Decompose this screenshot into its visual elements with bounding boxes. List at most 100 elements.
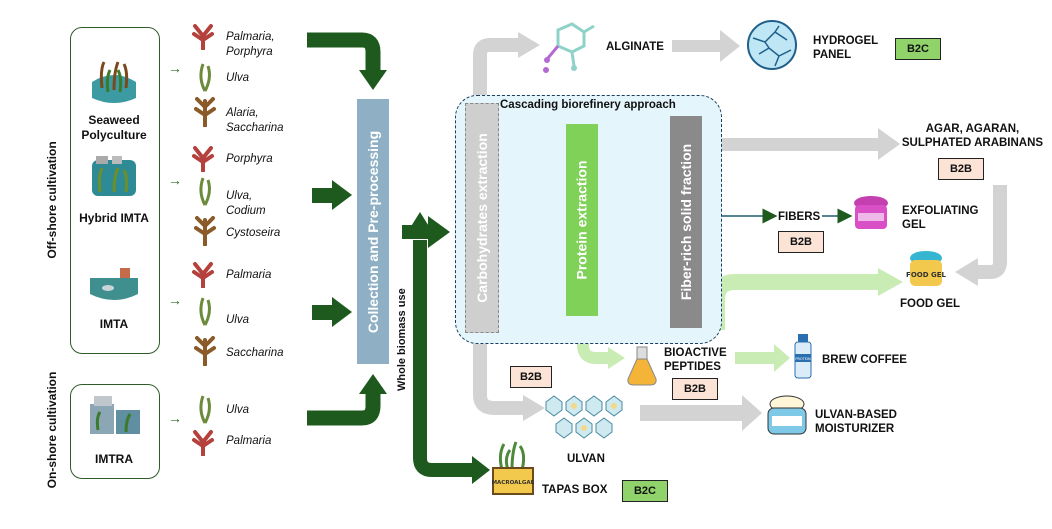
- site-name-polyculture: Seaweed Polyculture: [81, 113, 147, 142]
- arrowhead-hydrogel: [720, 30, 740, 62]
- arrow-to-ulvan: [473, 330, 525, 415]
- hydrogel-label: HYDROGEL PANEL: [813, 35, 878, 61]
- site-arrow: →: [168, 292, 182, 308]
- arrow-fiber-foodgel: [709, 274, 880, 330]
- site-arrow: →: [168, 172, 182, 188]
- site-name-imtra: IMTRA: [95, 452, 133, 466]
- arrowhead-bottom-collection: [359, 374, 387, 394]
- protein-label: Protein extraction: [574, 160, 590, 280]
- arrowhead-whole-biomass: [472, 456, 490, 484]
- species-label: Palmaria, Porphyra: [226, 31, 275, 58]
- collection-label: Collection and Pre-processing: [365, 130, 382, 333]
- food-gel-label: FOOD GEL: [900, 298, 961, 310]
- arrow-mid2-shaft: [312, 305, 334, 320]
- fibers-b2b-badge: B2B: [778, 231, 824, 253]
- agar-label: AGAR, AGARAN, SULPHATED ARABINANS: [901, 123, 1044, 149]
- arrow-bottom-collection: [307, 392, 381, 426]
- carbohydrates-label: Carbohydrates extraction: [474, 133, 491, 303]
- whole-biomass-label: Whole biomass use: [396, 288, 408, 391]
- brew-label: BREW COFFEE: [822, 354, 907, 366]
- red-seaweed-icon: [192, 262, 214, 288]
- cascading-title: Cascading biorefinery approach: [500, 99, 676, 111]
- brown-seaweed-icon: [194, 216, 216, 246]
- flask-icon: [627, 346, 657, 386]
- bottle-icon: PROTEIN: [794, 334, 812, 379]
- arrow-mid1-shaft: [312, 188, 334, 203]
- arrowhead-foodgel-green: [878, 268, 903, 296]
- offshore-label: Off-shore cultivation: [45, 141, 59, 259]
- arrowhead-brew: [774, 344, 790, 372]
- exfoliating-label: EXFOLIATING GEL: [902, 205, 979, 231]
- green-seaweed-icon: [199, 63, 211, 92]
- site-arrow: →: [168, 60, 182, 76]
- species-label: Ulva: [226, 314, 250, 326]
- arrowhead-collection-cascade: [428, 216, 450, 248]
- arrow-protein-peptides: [577, 318, 610, 364]
- arrow-brew-shaft: [735, 352, 777, 364]
- onshore-sites-box: [70, 384, 160, 479]
- red-seaweed-icon: [192, 430, 214, 456]
- ulvan-b2b-badge: B2B: [510, 366, 552, 388]
- ulvan-chain-icon: [545, 395, 623, 439]
- species-label: Palmaria: [226, 269, 272, 281]
- green-seaweed-icon: [199, 395, 211, 424]
- arrowhead-peptides: [608, 347, 625, 369]
- hydrogel-b2c-badge: B2C: [895, 38, 941, 60]
- moisturizer-label: ULVAN-BASED MOISTURIZER: [815, 409, 897, 435]
- fibers-label: FIBERS: [778, 211, 821, 223]
- agar-b2b-badge: B2B: [938, 158, 984, 180]
- bottle-text: PROTEIN: [795, 357, 811, 361]
- brown-seaweed-icon: [194, 336, 216, 366]
- site-name-hybrid: Hybrid IMTA: [79, 211, 149, 225]
- species-label: Ulva, Codium: [226, 190, 266, 217]
- arrowhead-foodgel-grey: [955, 258, 978, 286]
- arrowhead-mid2: [332, 297, 352, 327]
- arrow-collection-cascade-shaft: [402, 225, 430, 239]
- species-label: Cystoseira: [226, 227, 281, 239]
- arrowhead-whole-up: [410, 212, 430, 228]
- hybrid-imta-icon: [92, 156, 136, 196]
- red-seaweed-icon: [192, 146, 214, 172]
- alginate-label: ALGINATE: [606, 41, 664, 53]
- ulvan-label: ULVAN: [567, 453, 605, 465]
- imtra-icon: [90, 396, 140, 434]
- carbohydrates-bar: Carbohydrates extraction: [465, 103, 499, 333]
- arrowhead-ulvan: [523, 395, 545, 421]
- arrowhead-top-collection: [359, 70, 387, 90]
- green-seaweed-icon: [199, 297, 211, 326]
- exfoliating-gel-jar-icon: [854, 196, 888, 229]
- hydrogel-sphere-icon: [747, 20, 797, 70]
- food-gel-jar-text: FOOD GEL: [906, 271, 946, 279]
- arrow-agar-foodgel: [975, 185, 1007, 279]
- arrowhead-mid1: [332, 180, 352, 210]
- site-arrow: →: [168, 410, 182, 426]
- cream-jar-icon: [767, 395, 807, 435]
- arrowhead-agar: [878, 128, 900, 160]
- onshore-label: On-shore cultivation: [45, 371, 59, 489]
- box-text: MACROALGAE: [492, 480, 535, 486]
- fiber-bar: Fiber-rich solid fraction: [670, 116, 702, 328]
- macroalgae-box-icon: MACROALGAE: [492, 441, 535, 495]
- species-label: Saccharina: [226, 347, 284, 359]
- brown-seaweed-icon: [194, 97, 216, 127]
- arrowhead-alginate: [518, 32, 540, 58]
- arrowhead-moisturizer: [742, 395, 762, 431]
- arrow-whole-biomass: [413, 240, 475, 477]
- species-label: Porphyra: [226, 153, 273, 165]
- arrow-alginate-hydrogel-shaft: [672, 40, 722, 52]
- food-gel-jar-icon: FOOD GEL: [906, 251, 946, 286]
- species-label: Palmaria: [226, 435, 272, 447]
- arrow-moisturizer-shaft: [640, 405, 745, 421]
- imta-icon: [90, 268, 138, 300]
- alginate-molecule-icon: [543, 22, 595, 73]
- peptides-label: BIOACTIVE PEPTIDES: [664, 347, 727, 373]
- peptides-b2b-badge: B2B: [672, 378, 718, 400]
- green-seaweed-icon: [199, 177, 211, 206]
- species-label: Ulva: [226, 404, 250, 416]
- species-label: Alaria, Saccharina: [226, 107, 284, 134]
- red-seaweed-icon: [192, 24, 214, 50]
- fiber-label: Fiber-rich solid fraction: [678, 143, 695, 301]
- arrow-to-alginate: [473, 38, 520, 100]
- tapas-b2c-badge: B2C: [622, 480, 668, 502]
- tapas-label: TAPAS BOX: [542, 484, 608, 496]
